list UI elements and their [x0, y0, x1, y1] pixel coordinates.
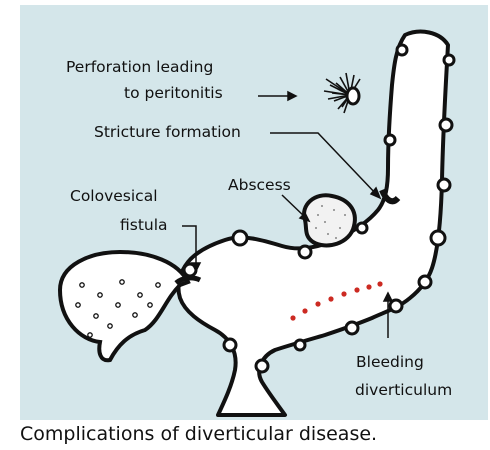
perforation-label-line2: to peritonitis [124, 84, 223, 103]
stricture-label: Stricture formation [94, 123, 241, 142]
bleeding-label-line2: diverticulum [355, 381, 452, 400]
bleeding-label-line1: Bleeding [356, 353, 424, 372]
colovesical-label-line2: fistula [120, 216, 168, 235]
perforation-label-line1: Perforation leading [66, 58, 213, 77]
perforation-hole [347, 88, 359, 104]
figure-caption: Complications of diverticular disease. [20, 423, 377, 445]
abscess-label: Abscess [228, 176, 291, 195]
colovesical-label-line1: Colovesical [70, 187, 158, 206]
abscess-shape [304, 195, 355, 245]
